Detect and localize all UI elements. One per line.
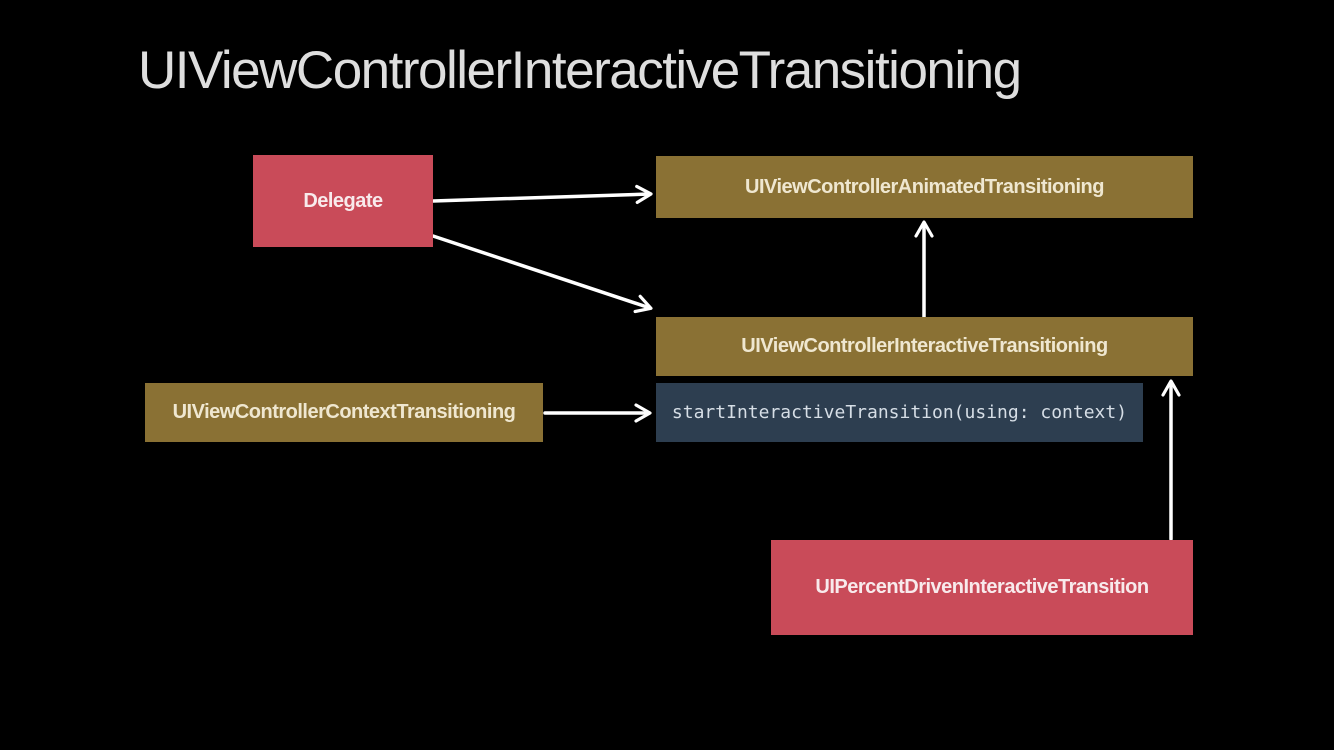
node-animated-transitioning-label: UIViewControllerAnimatedTransitioning — [745, 175, 1104, 198]
node-interactive-transitioning: UIViewControllerInteractiveTransitioning — [656, 317, 1193, 376]
node-animated-transitioning: UIViewControllerAnimatedTransitioning — [656, 156, 1193, 218]
node-percent-driven-interactive-transition: UIPercentDrivenInteractiveTransition — [771, 540, 1193, 635]
node-context-transitioning-label: UIViewControllerContextTransitioning — [172, 401, 516, 423]
arrow-delegate-to-animated-transitioning — [431, 184, 653, 205]
arrow-delegate-to-interactive-transitioning — [431, 234, 653, 314]
node-delegate-label: Delegate — [303, 189, 383, 212]
node-start-interactive-transition-method-label: startInteractiveTransition(using: contex… — [671, 402, 1128, 423]
slide-title: UIViewControllerInteractiveTransitioning — [138, 41, 1022, 100]
node-delegate: Delegate — [253, 155, 433, 247]
node-interactive-transitioning-label: UIViewControllerInteractiveTransitioning — [741, 335, 1108, 357]
node-context-transitioning: UIViewControllerContextTransitioning — [145, 383, 543, 442]
node-start-interactive-transition-method: startInteractiveTransition(using: contex… — [656, 383, 1143, 442]
node-percent-driven-interactive-transition-label: UIPercentDrivenInteractiveTransition — [815, 576, 1149, 598]
